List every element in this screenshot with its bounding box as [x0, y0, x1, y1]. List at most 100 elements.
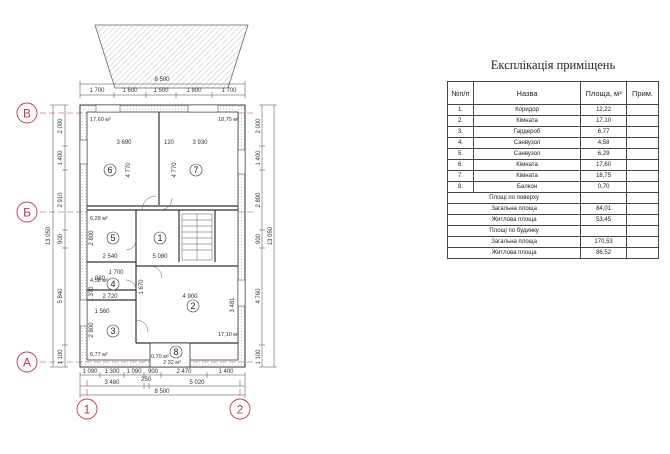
dim-room5-height: 2 800	[89, 230, 95, 246]
header-note: Прим.	[626, 81, 659, 105]
floor-total-label: Загальна площа	[446, 203, 582, 215]
dim-v1: 980	[95, 276, 106, 282]
row-area: 6,77	[580, 126, 628, 138]
table-header-row: №п/п Назва Площа, м² Прим.	[447, 81, 659, 105]
room-8: 8 0,70 м²	[151, 345, 183, 360]
room-8-number: 8	[173, 347, 178, 357]
summary-row: Житлова площа 53,45	[446, 214, 659, 226]
summary-row: Загальна площа 84,01	[446, 203, 659, 215]
empty-cell	[626, 236, 659, 248]
dim-bottom-2: 1 300	[104, 369, 120, 375]
dim-room4-height: 1 670	[139, 279, 145, 295]
row-note	[626, 148, 659, 160]
summary-row: Загальна площа 170,53	[446, 236, 659, 248]
row-num: 3.	[447, 126, 474, 138]
dim-bottom-9: 5 020	[189, 380, 205, 386]
dimension-top	[79, 81, 246, 98]
row-name: Санвузол	[472, 137, 582, 149]
dim-left-2: 1 400	[58, 150, 64, 166]
dimension-left	[50, 104, 68, 368]
room-4: 4 4,58 м²	[90, 277, 120, 291]
row-area: 6,29	[580, 148, 628, 160]
table-row: 7. Кімната 18,75	[447, 170, 659, 182]
dim-bottom-total: 8 500	[154, 389, 170, 395]
row-num: 1.	[447, 104, 474, 116]
row-area: 17,10	[580, 115, 628, 127]
table-row: 8. Балкон 0,70	[447, 181, 659, 193]
row-area: 18,75	[580, 170, 628, 182]
room-2: 2 17,10 м²	[186, 299, 239, 338]
dim-right-6: 1 100	[256, 349, 262, 365]
axis-label-1: 1	[84, 403, 91, 417]
roof-canopy	[94, 24, 249, 89]
dim-room7-height: 4 770	[172, 162, 178, 178]
row-note	[626, 104, 659, 116]
room-5: 5 6,29 м²	[90, 216, 120, 245]
building-total-value: 170,53	[580, 236, 628, 248]
row-area: 17,60	[580, 159, 628, 171]
floor-living-label: Житлова площа	[446, 214, 582, 226]
row-name: Балкон	[472, 181, 582, 193]
room-1: 1	[153, 231, 167, 245]
dim-bottom-1: 1 090	[82, 369, 98, 375]
room-4-area: 4,58 м²	[90, 278, 108, 284]
dim-bottom-7: 3 480	[104, 380, 120, 386]
row-area: 12,22	[580, 104, 628, 116]
dim-bottom-4: 900	[148, 369, 159, 375]
room-7-area: 18,75 м²	[218, 117, 239, 123]
building-living-value: 86,52	[580, 247, 628, 259]
dim-wall: 120	[164, 140, 175, 146]
axis-marker-b: Б	[16, 201, 38, 223]
building-total-label: Загальна площа	[446, 236, 582, 248]
empty-cell	[626, 203, 659, 215]
dim-room3-height: 2 800	[89, 322, 95, 338]
table-row: 4. Санвузол 4,58	[447, 137, 659, 149]
room-7: 7 18,75 м²	[189, 117, 239, 177]
row-area: 0,70	[580, 181, 628, 193]
axis-marker-2: 2	[229, 398, 251, 420]
row-name: Кімната	[472, 115, 582, 127]
dimension-right	[259, 104, 277, 368]
floor-total-value: 84,01	[580, 203, 628, 215]
dim-small-width: 1 560	[94, 309, 110, 315]
explication-table: №п/п Назва Площа, м² Прим. 1. Коридор 12…	[446, 81, 659, 259]
room-8-area: 0,70 м²	[151, 354, 169, 360]
door-swings	[125, 195, 173, 333]
explication-title: Експлікація приміщень	[490, 58, 616, 72]
room-3-area: 6,77 м²	[90, 352, 108, 358]
table-row: 1. Коридор 12,22	[447, 104, 659, 116]
dim-left-6: 1 100	[58, 349, 64, 365]
dim-bottom-8: 250	[141, 377, 152, 383]
room-3: 3 6,77 м²	[90, 324, 120, 358]
dim-bottom-5: 2 470	[176, 369, 192, 375]
staircase	[181, 213, 213, 261]
dim-top-4: 1 800	[186, 88, 202, 94]
inner-dimensions: 3 690 4 770 120 3 930 4 770 2 800 2 540 …	[89, 140, 236, 366]
empty-cell	[626, 247, 659, 259]
row-area: 4,58	[580, 137, 628, 149]
room-3-number: 3	[110, 326, 115, 336]
dimension-bottom	[79, 372, 246, 398]
dim-left-3: 2 910	[58, 192, 64, 208]
row-num: 5.	[447, 148, 474, 160]
balcony	[149, 342, 191, 368]
dim-bottom-6: 1 400	[218, 369, 234, 375]
windows	[79, 104, 246, 327]
table-row: 6. Кімната 17,60	[447, 159, 659, 171]
header-area: Площа, м²	[580, 81, 628, 105]
row-num: 2.	[447, 115, 474, 127]
dim-room2-width: 4 900	[182, 294, 198, 300]
dim-top-total: 8 500	[154, 77, 170, 83]
header-num: №п/п	[447, 81, 474, 105]
dim-right-5: 4 760	[256, 288, 262, 304]
row-note	[626, 137, 659, 149]
header-name: Назва	[472, 81, 582, 105]
row-name: Кімната	[472, 159, 582, 171]
row-note	[626, 170, 659, 182]
floor-living-value: 53,45	[580, 214, 628, 226]
empty-cell	[580, 225, 628, 237]
dim-room7-width: 3 930	[192, 140, 208, 146]
dim-right-2: 1 400	[256, 150, 262, 166]
dim-stair-width: 5 080	[152, 254, 168, 260]
dim-room5-width: 2 540	[102, 254, 118, 260]
